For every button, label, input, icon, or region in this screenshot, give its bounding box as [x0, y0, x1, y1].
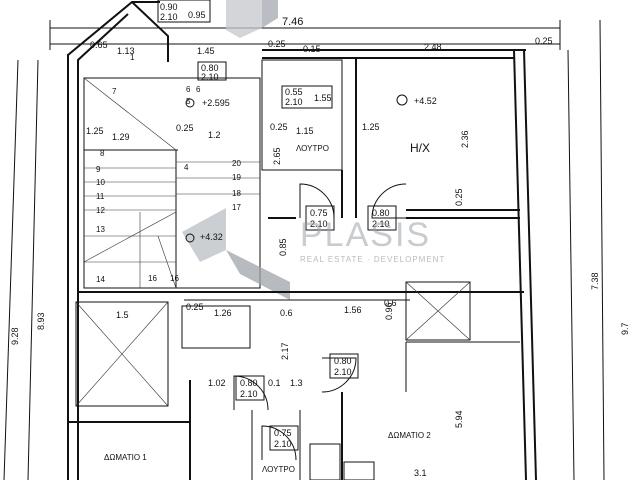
level-stair: +4.32 — [200, 232, 223, 242]
dim-125-left: 1.25 — [86, 126, 104, 136]
dim-31: 3.1 — [414, 468, 427, 478]
dim-06-a: 0.6 — [280, 308, 293, 318]
dim-top-2: 1.13 — [117, 46, 135, 56]
door-width-label: 0.80 — [201, 63, 219, 73]
door-width-label: 0.90 — [160, 2, 178, 12]
stair-step: 19 — [232, 173, 241, 182]
door-height-label: 2.10 — [310, 219, 328, 229]
level-hx: +4.52 — [414, 96, 437, 106]
dim-125: 1.25 — [362, 122, 380, 132]
watermark: PLASIS REAL ESTATE · DEVELOPMENT — [300, 216, 445, 264]
dim-top-1: 0.65 — [90, 40, 108, 50]
dim-025-vert: 0.25 — [454, 188, 464, 206]
stair-step: 4 — [184, 163, 189, 172]
stair-step: 9 — [96, 165, 101, 174]
door-height-label: 2.10 — [160, 12, 178, 22]
dim-hx-height: 2.36 — [460, 130, 470, 148]
lower-doors: 0.80 2.10 1.02 0.1 1.3 0.80 2.10 2.17 0.… — [208, 342, 359, 461]
outer-walls — [67, 0, 537, 480]
watermark-tagline: REAL ESTATE · DEVELOPMENT — [300, 255, 445, 264]
hall-doors: 0.75 2.10 0.80 2.10 0.85 — [268, 170, 407, 256]
staircase: 7 6 5 6 8 9 10 11 12 13 14 4 20 19 18 17… — [83, 53, 261, 289]
right-dimension-line: 7.38 9.7 — [567, 19, 630, 480]
stair-step: 14 — [96, 275, 105, 284]
room-label-bedroom-1: ΔΩΜΑΤΙΟ 1 — [104, 453, 147, 462]
door-height-label: 2.10 — [274, 439, 292, 449]
dim-096: 0.96 — [384, 302, 394, 320]
stair-step: 5 — [186, 97, 191, 106]
lower-rooms: ΔΩΜΑΤΙΟ 1 ΔΩΜΑΤΙΟ 2 ΛΟΥΤΡΟ 5.94 3.1 — [68, 341, 520, 480]
dim-102: 1.02 — [208, 378, 226, 388]
door-width-label: 0.75 — [274, 428, 292, 438]
stair-step: 8 — [100, 149, 105, 158]
shafts — [75, 281, 471, 407]
dim-overall-width: 7.46 — [282, 16, 303, 28]
dim-085: 0.85 — [278, 238, 288, 256]
dim-top-4: 0.25 — [268, 39, 286, 49]
bath-dim: 1.55 — [314, 93, 332, 103]
dim-126: 1.26 — [214, 308, 232, 318]
dim-right-inner: 7.38 — [590, 272, 600, 290]
stair-dims: 1.25 1.29 0.25 1.2 +4.32 — [86, 123, 223, 243]
room-label-hx: Η/Χ — [410, 141, 430, 155]
stair-step: 18 — [232, 189, 241, 198]
stair-step: 1 — [130, 53, 135, 62]
dim-06-b: 0.6 — [384, 298, 397, 308]
dim-left-outer: 9.28 — [10, 327, 20, 345]
stair-step: 12 — [96, 206, 105, 215]
dim-left-inner: 8.93 — [36, 312, 46, 330]
stair-step: 13 — [96, 225, 105, 234]
watermark-cube — [182, 0, 290, 300]
dim-12: 1.2 — [208, 130, 221, 140]
stair-step: 6 — [186, 85, 191, 94]
stair-step: 16 — [170, 274, 179, 283]
middle-band: 1.5 0.25 1.26 0.6 1.56 0.6 0.96 — [78, 291, 524, 320]
dim-top-7: 0.25 — [535, 36, 553, 46]
door-height-label: 2.10 — [201, 72, 219, 82]
dim-594: 5.94 — [454, 410, 464, 428]
room-label-bedroom-2: ΔΩΜΑΤΙΟ 2 — [388, 431, 431, 440]
dim-156: 1.56 — [344, 305, 362, 315]
room-label-bath-bottom: ΛΟΥΤΡΟ — [262, 465, 295, 474]
dim-129: 1.29 — [112, 132, 130, 142]
stair-step: 7 — [112, 87, 117, 96]
room-hx: +4.52 Η/Χ 2.36 1.25 0.25 — [355, 58, 520, 219]
door-width-label: 0.80 — [372, 208, 390, 218]
dim-265: 2.65 — [272, 147, 282, 165]
room-label-bath-top: ΛΟΥΤΡΟ — [296, 144, 329, 153]
dim-top-3: 1.45 — [197, 46, 215, 56]
left-dimension-line: 9.28 8.93 — [3, 59, 46, 480]
stair-step: 10 — [96, 178, 105, 187]
stair-step: 20 — [232, 159, 241, 168]
level-top: +2.595 — [202, 98, 230, 108]
stair-step: 6 — [196, 85, 201, 94]
door-width-label: 0.55 — [285, 87, 303, 97]
dim-top-6: 2.48 — [424, 42, 442, 52]
door-width-label: 0.80 — [240, 378, 258, 388]
door-width-label: 0.75 — [310, 208, 328, 218]
bathroom-top: 0.55 2.10 1.55 ΛΟΥΤΡΟ 1.15 0.25 2.65 — [261, 59, 343, 171]
stair-step: 11 — [96, 192, 105, 201]
stair-step: 17 — [232, 203, 241, 212]
dim-01: 0.1 — [268, 378, 281, 388]
door-width-label: 0.80 — [334, 356, 352, 366]
door-height-label: 2.10 — [240, 389, 258, 399]
dim-15: 1.5 — [116, 310, 129, 320]
watermark-brand: PLASIS — [300, 216, 431, 254]
dim-025c: 0.25 — [186, 302, 204, 312]
dim-217: 2.17 — [280, 342, 290, 360]
door-height-label: 2.10 — [334, 367, 352, 377]
dim-13: 1.3 — [290, 378, 303, 388]
dim-right-outer: 9.7 — [620, 322, 630, 335]
door-height-label: 2.10 — [372, 219, 390, 229]
top-door-block: 0.90 2.10 0.95 0.80 2.10 +2.595 — [157, 0, 230, 108]
stair-step: 16 — [148, 274, 157, 283]
door-width-label: 0.95 — [188, 10, 206, 20]
door-height-label: 2.10 — [285, 97, 303, 107]
dim-115: 1.15 — [296, 126, 314, 136]
dim-025: 0.25 — [270, 122, 288, 132]
dim-025-stair: 0.25 — [176, 123, 194, 133]
